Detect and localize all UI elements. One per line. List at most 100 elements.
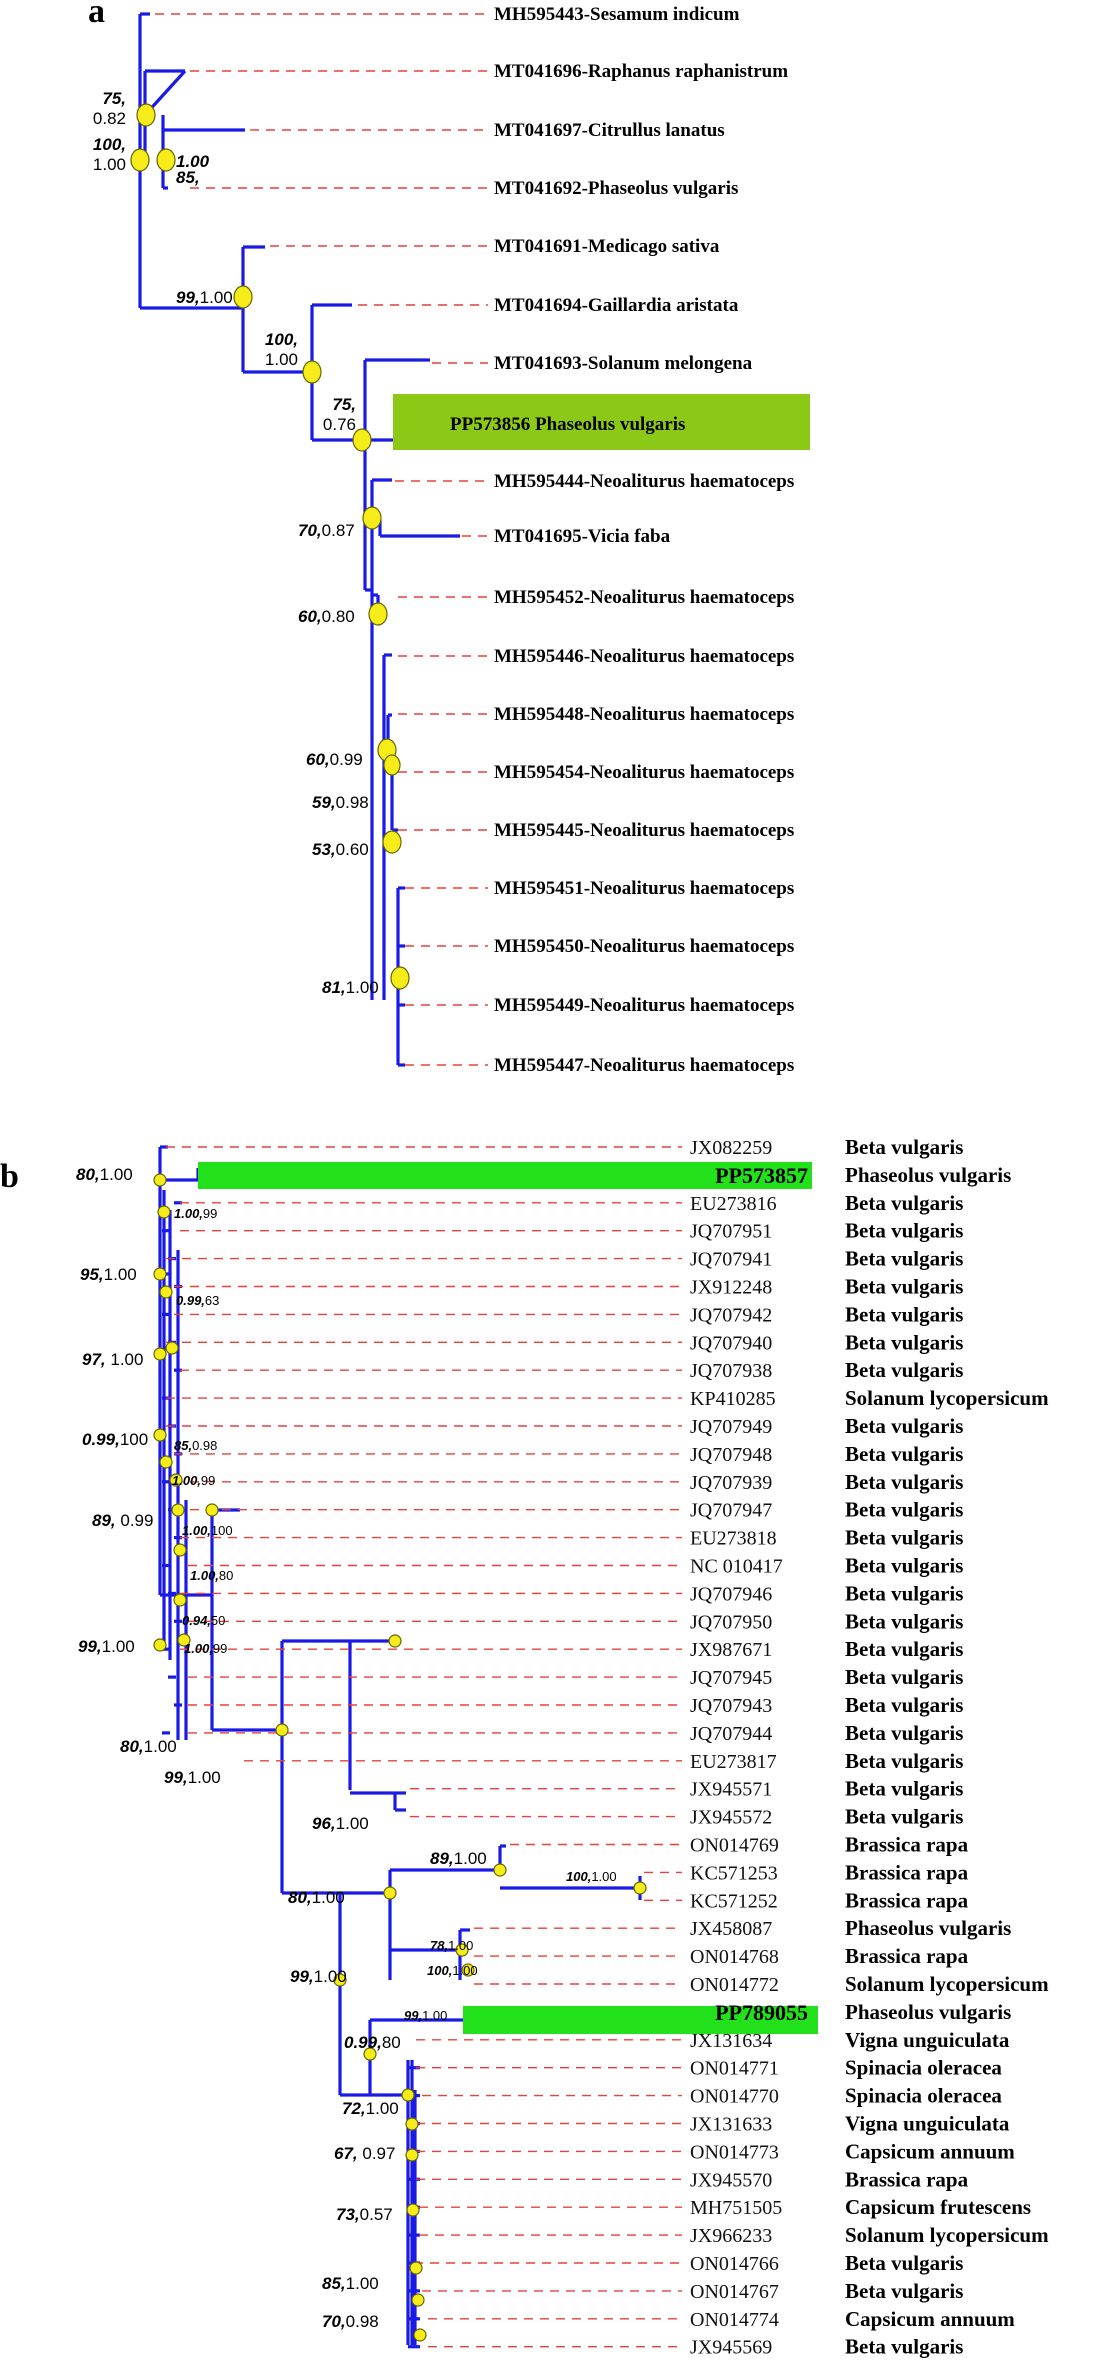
accession-label: JQ707942 [690, 1304, 772, 1326]
support-label: 0.99,63 [176, 1293, 219, 1308]
support-label: 99,1.00 [404, 2008, 447, 2023]
species-label: Spinacia oleracea [845, 2056, 1002, 2080]
species-label: Capsicum annuum [845, 2139, 1015, 2163]
species-label: Phaseolus vulgaris [845, 1163, 1011, 1187]
support-label: 60,0.80 [298, 607, 355, 626]
support-label: 95,1.00 [80, 1265, 137, 1284]
accession-label: JX945570 [690, 2169, 772, 2191]
accession-label: JX082259 [690, 1137, 772, 1159]
support-label: 85,1.00 [322, 2274, 379, 2293]
support-label: 85, [176, 168, 200, 187]
accession-label: MH751505 [690, 2197, 782, 2219]
species-label: Beta vulgaris [845, 1470, 963, 1494]
support-label: 0.94,50 [182, 1613, 225, 1628]
accession-label: KC571252 [690, 1890, 778, 1912]
leaf-label: MT041695-Vicia faba [494, 526, 671, 547]
accession-label: JQ707951 [690, 1221, 772, 1243]
species-label: Beta vulgaris [845, 1302, 963, 1326]
support-label: 75,0.82 [93, 89, 126, 128]
node-marker [363, 2047, 377, 2061]
species-label: Beta vulgaris [845, 1554, 963, 1578]
support-label: 99,1.00 [164, 1768, 221, 1787]
leaf-label: MH595450-Neoaliturus haematoceps [494, 936, 794, 957]
support-label: 72,1.00 [342, 2099, 399, 2118]
support-label: 60,0.99 [306, 750, 363, 769]
node-marker [130, 148, 150, 172]
accession-label: JX987671 [690, 1639, 772, 1661]
panel-b-label: b [0, 1158, 19, 1195]
node-marker [233, 285, 253, 309]
accession-label: ON014767 [690, 2281, 779, 2303]
species-label: Beta vulgaris [845, 1721, 963, 1745]
accession-label: PP573857 [715, 1163, 808, 1188]
node-marker [333, 1973, 347, 1987]
accession-label: JQ707944 [690, 1723, 772, 1745]
svg-text:75,: 75, [332, 395, 356, 414]
node-marker [153, 1173, 167, 1187]
leaf-label: MH595444-Neoaliturus haematoceps [494, 471, 794, 492]
support-label: 99,1.00 [78, 1637, 135, 1656]
accession-label: JX131633 [690, 2114, 772, 2136]
species-label: Spinacia oleracea [845, 2084, 1002, 2108]
node-marker [153, 1428, 167, 1442]
species-label: Beta vulgaris [845, 1749, 963, 1773]
svg-text:1.00: 1.00 [93, 155, 126, 174]
accession-label: ON014772 [690, 1974, 779, 1996]
node-marker [411, 2293, 425, 2307]
node-marker [455, 1943, 469, 1957]
species-label: Beta vulgaris [845, 2279, 963, 2303]
accession-label: JQ707938 [690, 1360, 772, 1382]
support-label: 89,1.00 [430, 1849, 487, 1868]
accession-label: ON014773 [690, 2141, 779, 2163]
support-label: 100,1.00 [427, 1963, 478, 1978]
node-marker [157, 1205, 171, 1219]
accession-label: JX966233 [690, 2225, 772, 2247]
species-label: Beta vulgaris [845, 1219, 963, 1243]
node-marker [302, 360, 322, 384]
svg-text:100,: 100, [93, 135, 126, 154]
panel-a-label: a [88, 0, 105, 30]
accession-label: KC571253 [690, 1862, 778, 1884]
species-label: Solanum lycopersicum [845, 2223, 1049, 2247]
node-marker [405, 2148, 419, 2162]
node-marker [382, 830, 402, 854]
species-label: Beta vulgaris [845, 1358, 963, 1382]
species-label: Brassica rapa [845, 1833, 969, 1857]
support-label: 85,0.98 [174, 1438, 217, 1453]
accession-label: JX945569 [690, 2337, 772, 2359]
species-label: Beta vulgaris [845, 2335, 963, 2359]
species-label: Vigna unguiculata [845, 2028, 1010, 2052]
tree-b-branches [158, 1145, 642, 2349]
support-label: 97, 1.00 [82, 1350, 143, 1369]
node-marker [205, 1503, 219, 1517]
support-label: 80,1.00 [76, 1165, 133, 1184]
accession-label: ON014771 [690, 2058, 779, 2080]
accession-label: ON014770 [690, 2086, 779, 2108]
accession-label: ON014769 [690, 1835, 779, 1857]
support-label: 1.00,80 [190, 1568, 233, 1583]
species-label: Solanum lycopersicum [845, 1972, 1049, 1996]
highlight-box [393, 394, 810, 450]
support-label: 81,1.00 [322, 978, 379, 997]
leaf-label: MH595447-Neoaliturus haematoceps [494, 1055, 794, 1076]
node-marker [413, 2328, 427, 2342]
support-label: 100,1.00 [93, 135, 126, 174]
accession-label: PP789055 [715, 2000, 808, 2025]
species-label: Phaseolus vulgaris [845, 2000, 1011, 2024]
accession-label: JX458087 [690, 1918, 772, 1940]
species-label: Beta vulgaris [845, 1330, 963, 1354]
support-label: 67, 0.97 [334, 2144, 395, 2163]
accession-label: JQ707950 [690, 1611, 772, 1633]
node-marker [362, 506, 382, 530]
species-label: Beta vulgaris [845, 1665, 963, 1689]
leaf-label: MT041697-Citrullus lanatus [494, 120, 725, 141]
svg-text:1.00: 1.00 [265, 350, 298, 369]
leaf-label: MT041694-Gaillardia aristata [494, 295, 739, 316]
node-marker [171, 1503, 185, 1517]
accession-label: JX131634 [690, 2030, 772, 2052]
accession-label: EU273816 [690, 1193, 777, 1215]
svg-text:75,: 75, [102, 89, 126, 108]
